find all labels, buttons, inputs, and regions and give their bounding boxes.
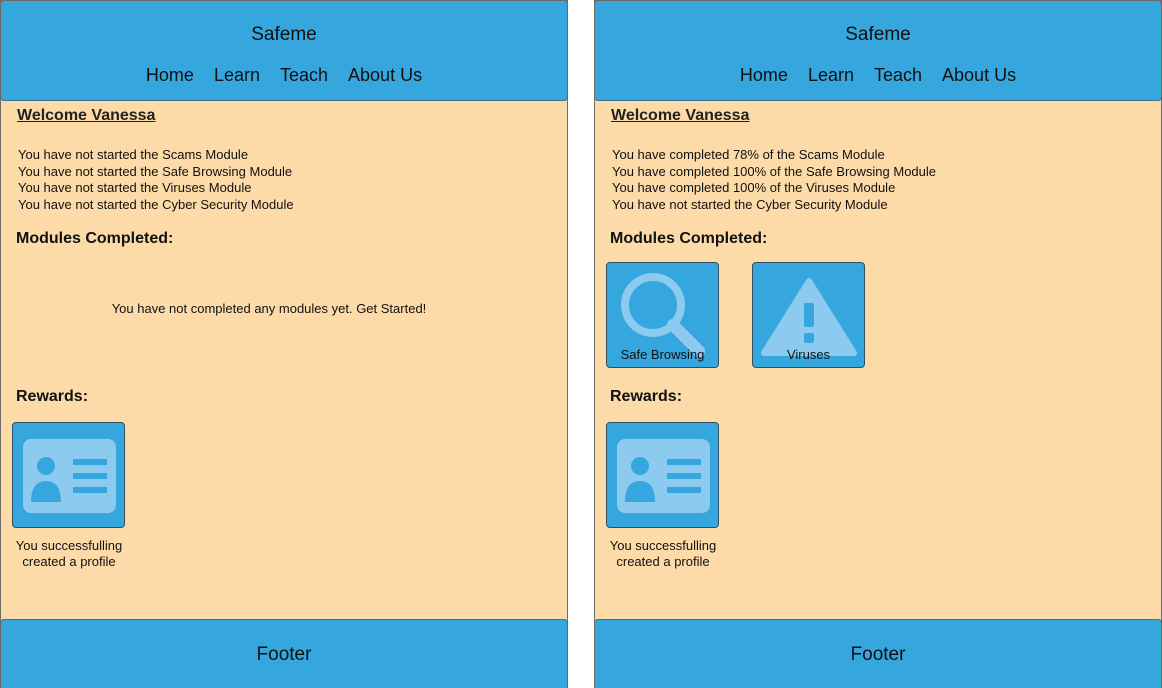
module-tile-safe-browsing[interactable]: Safe Browsing — [606, 262, 719, 368]
main-nav: Home Learn Teach About Us — [1, 65, 567, 86]
reward-caption: You successfulling created a profile — [595, 538, 733, 570]
reward-caption: You successfulling created a profile — [1, 538, 139, 570]
rewards-heading: Rewards: — [16, 388, 89, 405]
status-safe-browsing: You have completed 100% of the Safe Brow… — [612, 163, 937, 179]
nav-learn-link[interactable]: Learn — [807, 65, 854, 85]
profile-screen-not-started: Safeme Home Learn Teach About Us Welcome… — [0, 0, 568, 688]
reward-profile-badge[interactable] — [12, 422, 125, 528]
status-scams: You have completed 78% of the Scams Modu… — [612, 147, 885, 162]
module-tile-label: Viruses — [786, 347, 831, 362]
nav-about-us-link[interactable]: About Us — [942, 65, 1017, 85]
module-status-list: You have not started the Scams Module Yo… — [18, 147, 294, 213]
nav-home-link[interactable]: Home — [145, 65, 194, 85]
reward-profile-badge[interactable] — [606, 422, 719, 528]
reward-caption-line-2: created a profile — [22, 554, 116, 569]
nav-home-link[interactable]: Home — [739, 65, 788, 85]
reward-caption-line-2: created a profile — [616, 554, 710, 569]
status-scams: You have not started the Scams Module — [18, 147, 249, 162]
footer: Footer — [595, 619, 1161, 688]
nav-about-us-link[interactable]: About Us — [348, 65, 423, 85]
main-nav: Home Learn Teach About Us — [595, 65, 1161, 86]
footer: Footer — [1, 619, 567, 688]
site-title[interactable]: Safeme — [845, 24, 911, 45]
status-viruses: You have not started the Viruses Module — [18, 180, 252, 195]
reward-caption-line-1: You successfulling — [15, 538, 123, 553]
nav-teach-link[interactable]: Teach — [279, 65, 329, 85]
reward-caption-line-1: You successfulling — [609, 538, 717, 553]
nav-teach-link[interactable]: Teach — [873, 65, 923, 85]
status-cyber-security: You have not started the Cyber Security … — [18, 196, 294, 212]
footer-text: Footer — [256, 644, 312, 665]
site-title[interactable]: Safeme — [251, 24, 317, 45]
module-tile-viruses[interactable]: Viruses — [752, 262, 865, 368]
profile-screen-in-progress: Safeme Home Learn Teach About Us Welcome… — [594, 0, 1162, 688]
rewards-heading: Rewards: — [610, 388, 683, 405]
status-safe-browsing: You have not started the Safe Browsing M… — [18, 163, 293, 179]
id-card-icon — [23, 439, 116, 513]
header: Safeme Home Learn Teach About Us — [595, 1, 1161, 101]
status-cyber-security: You have not started the Cyber Security … — [612, 196, 888, 212]
welcome-heading: Welcome Vanessa — [17, 107, 156, 124]
footer-text: Footer — [850, 644, 906, 665]
module-status-list: You have completed 78% of the Scams Modu… — [612, 147, 936, 213]
no-modules-message: You have not completed any modules yet. … — [111, 301, 427, 316]
modules-completed-heading: Modules Completed: — [16, 230, 174, 247]
header: Safeme Home Learn Teach About Us — [1, 1, 567, 101]
id-card-icon — [617, 439, 710, 513]
status-viruses: You have completed 100% of the Viruses M… — [612, 180, 896, 195]
warning-triangle-icon — [761, 278, 857, 356]
module-tile-label: Safe Browsing — [620, 347, 705, 362]
magnifier-icon — [621, 273, 705, 357]
welcome-heading: Welcome Vanessa — [611, 107, 750, 124]
modules-completed-heading: Modules Completed: — [610, 230, 768, 247]
nav-learn-link[interactable]: Learn — [213, 65, 260, 85]
